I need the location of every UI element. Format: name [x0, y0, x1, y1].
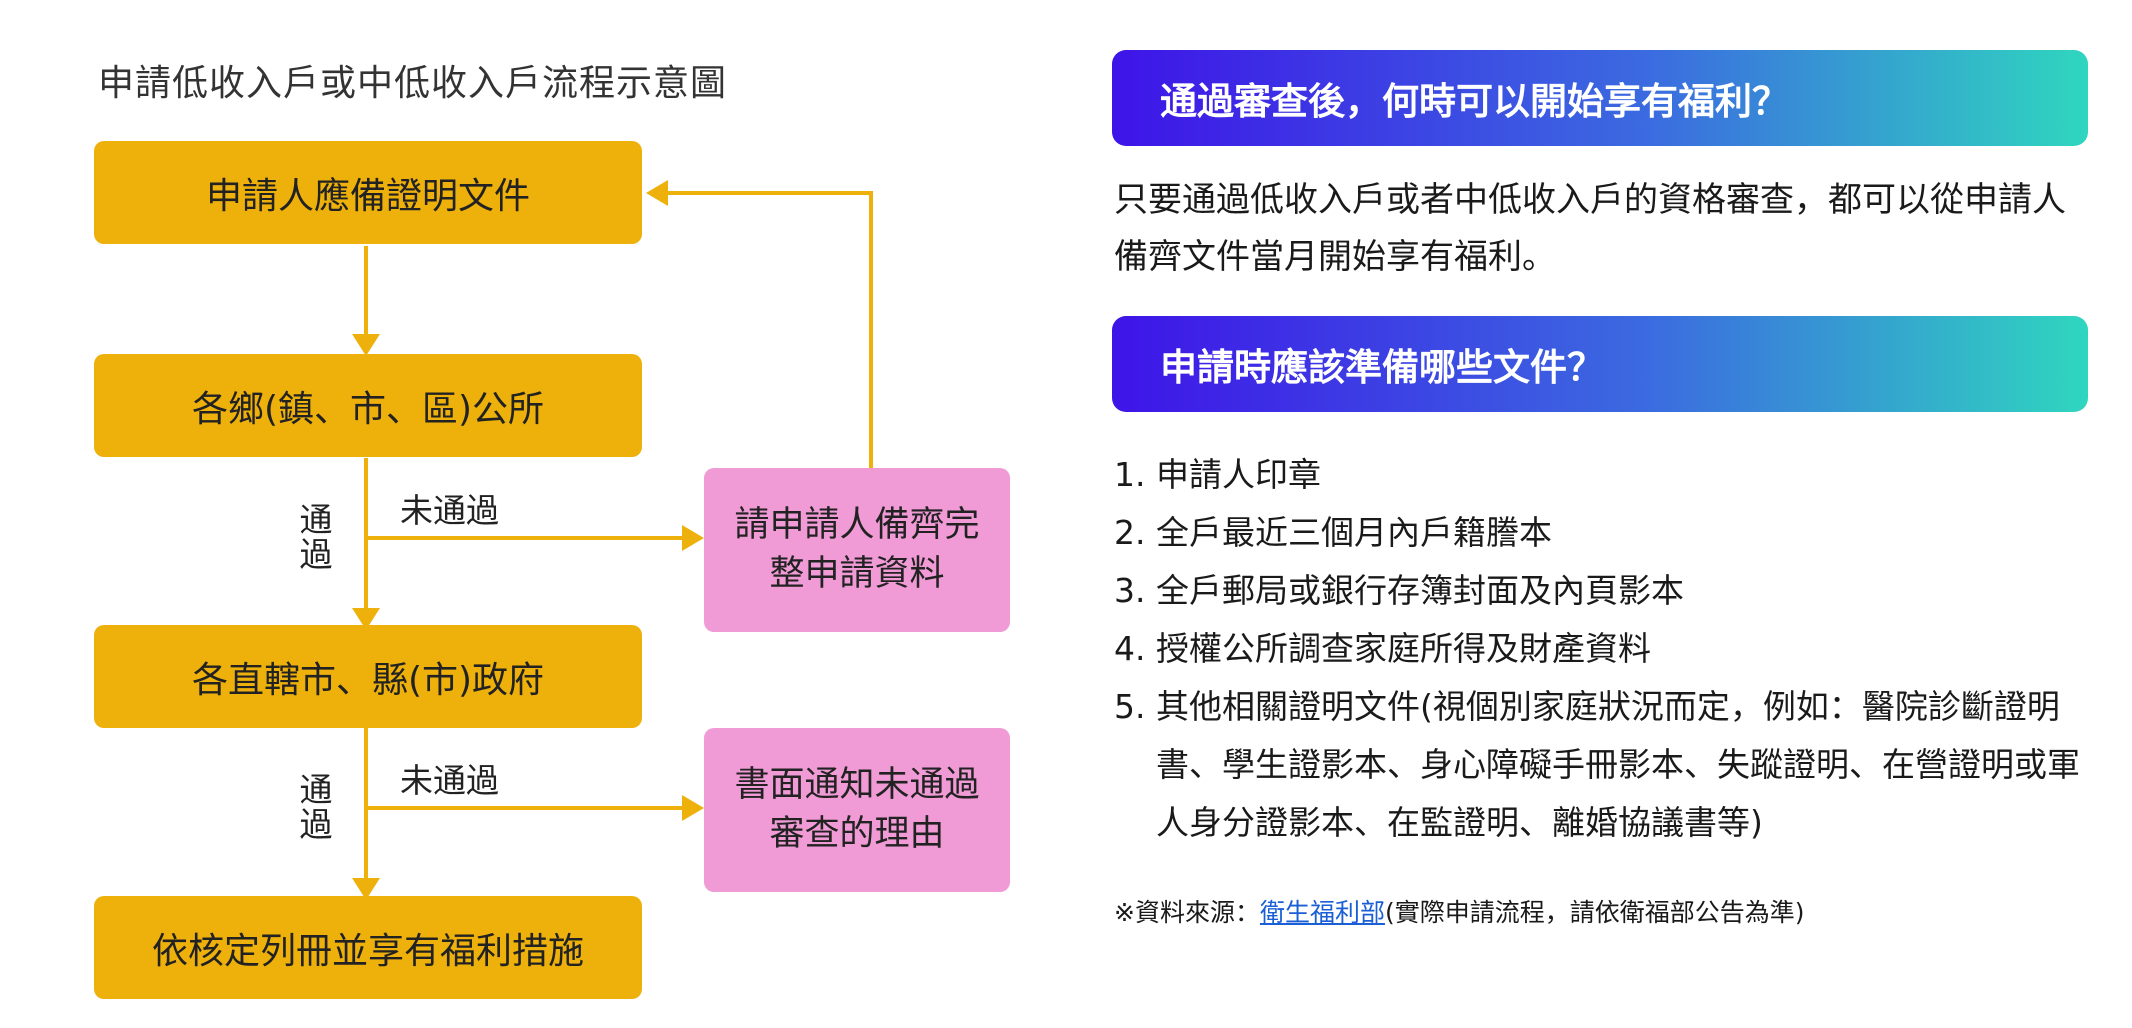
list-item: 3. 全戶郵局或銀行存簿封面及內頁影本: [1114, 571, 1684, 610]
source-link[interactable]: 衛生福利部: [1259, 898, 1385, 927]
arrowhead-step4: [352, 878, 380, 900]
list-item: 4. 授權公所調查家庭所得及財產資料: [1114, 629, 1651, 668]
pass-label-1: 通過: [299, 500, 333, 574]
fail-label-1: 未通過: [400, 491, 499, 530]
flow-step-3-label: 各直轄市、縣(市)政府: [191, 659, 545, 701]
arrowhead-step3: [352, 608, 380, 630]
arrowhead-notice1: [682, 525, 704, 551]
fail-label-2: 未通過: [400, 761, 499, 800]
arrowhead-notice2: [682, 795, 704, 821]
list-item: 1. 申請人印章: [1114, 455, 1321, 494]
source-suffix: (實際申請流程，請依衛福部公告為準): [1384, 898, 1805, 927]
pass-label-2: 通過: [299, 770, 333, 844]
source-prefix: ※資料來源：: [1114, 898, 1260, 927]
source-note: ※資料來源：衛生福利部(實際申請流程，請依衛福部公告為準): [1114, 893, 1804, 929]
benefits-heading: 通過審查後，何時可以開始享有福利？: [1112, 50, 2088, 146]
flow-step-2-label: 各鄉(鎮、市、區)公所: [191, 388, 545, 430]
documents-heading: 申請時應該準備哪些文件？: [1112, 316, 2088, 412]
flow-step-4-label: 依核定列冊並享有福利措施: [151, 930, 584, 972]
flow-step-1: 申請人應備證明文件: [94, 141, 642, 244]
flow-notice-2: 書面通知未通過審查的理由: [704, 728, 1010, 892]
flow-step-3: 各直轄市、縣(市)政府: [94, 625, 642, 728]
flow-notice-2-label: 書面通知未通過審查的理由: [734, 765, 980, 854]
flow-step-2: 各鄉(鎮、市、區)公所: [94, 354, 642, 457]
connector-notice1-return: [668, 191, 873, 468]
arrowhead-return: [646, 180, 668, 206]
flow-notice-1-label: 請申請人備齊完整申請資料: [734, 505, 980, 594]
flow-step-1-label: 申請人應備證明文件: [205, 175, 530, 217]
flowchart-title: 申請低收入戶或中低收入戶流程示意圖: [98, 63, 728, 104]
benefits-text: 只要通過低收入戶或者中低收入戶的資格審查，都可以從申請人備齊文件當月開始享有福利…: [1114, 180, 2066, 278]
flowchart-connectors: [352, 180, 873, 900]
list-item: 5. 其他相關證明文件(視個別家庭狀況而定，例如：醫院診斷證明書、學生證影本、身…: [1114, 687, 2080, 842]
arrowhead-step2: [352, 334, 380, 356]
list-item: 2. 全戶最近三個月內戶籍謄本: [1114, 513, 1552, 552]
documents-list: 1. 申請人印章 2. 全戶最近三個月內戶籍謄本 3. 全戶郵局或銀行存簿封面及…: [1114, 446, 2094, 852]
flow-notice-1: 請申請人備齊完整申請資料: [704, 468, 1010, 632]
flow-step-4: 依核定列冊並享有福利措施: [94, 896, 642, 999]
